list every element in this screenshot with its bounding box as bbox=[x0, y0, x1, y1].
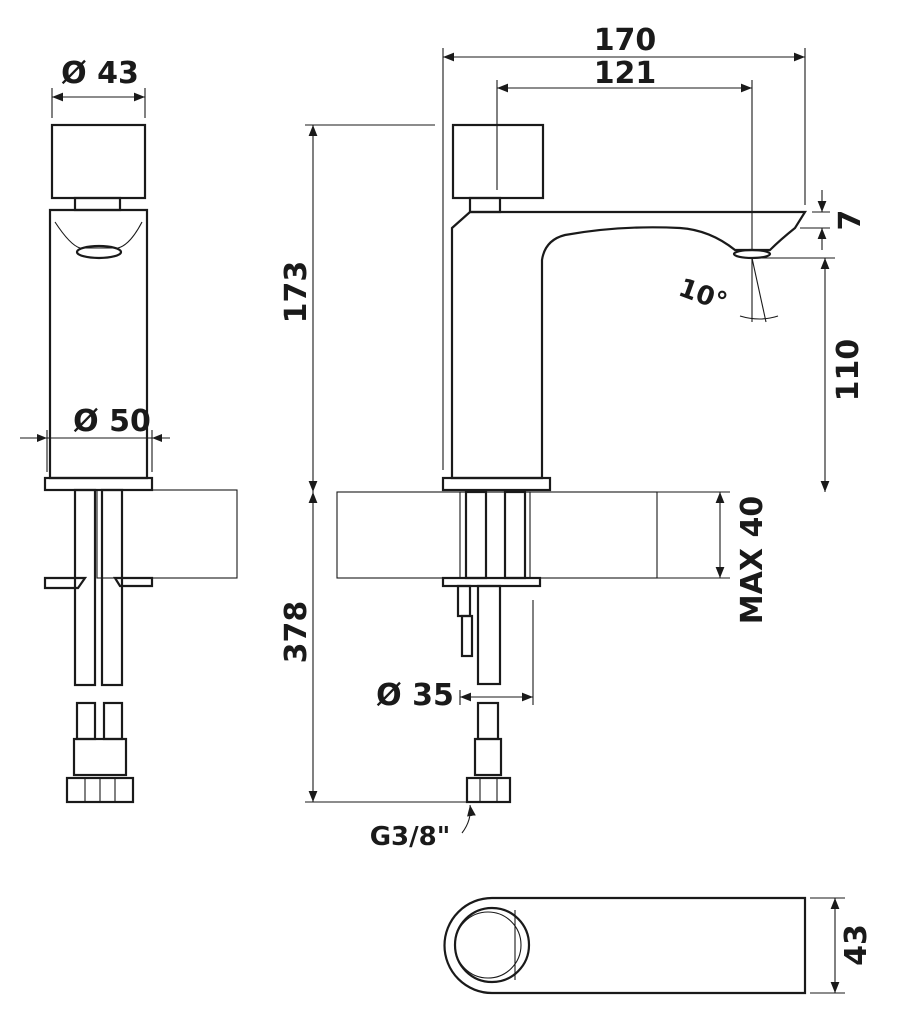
label-max-counter: MAX 40 bbox=[735, 496, 770, 624]
hose-fitting-side bbox=[465, 701, 512, 804]
label-spout-height: 110 bbox=[831, 339, 866, 402]
label-spout-angle: 10° bbox=[674, 273, 730, 318]
label-connection: G3/8" bbox=[370, 822, 451, 852]
counter-section-side bbox=[336, 491, 658, 579]
label-spout-reach: 121 bbox=[594, 56, 657, 91]
spout-top bbox=[443, 896, 807, 995]
side-view: 170 121 173 378 7 110 10° MAX 40 bbox=[279, 23, 868, 852]
counter-section-front bbox=[96, 489, 238, 579]
label-spout-thickness: 7 bbox=[833, 210, 868, 231]
label-total-height: 173 bbox=[279, 261, 314, 324]
label-top-width: 43 bbox=[839, 924, 874, 966]
top-view: 43 bbox=[443, 896, 874, 995]
label-body-diameter: Ø 50 bbox=[73, 404, 151, 439]
handle-front bbox=[50, 123, 147, 200]
label-top-diameter: Ø 43 bbox=[61, 56, 139, 91]
label-hole-diameter: Ø 35 bbox=[376, 678, 454, 713]
label-hose-length: 378 bbox=[279, 601, 314, 664]
handle-side bbox=[451, 123, 545, 200]
hose-fittings-front bbox=[65, 701, 135, 804]
front-view: Ø 43 Ø 50 bbox=[20, 56, 238, 804]
spout-body bbox=[450, 210, 807, 480]
label-total-length: 170 bbox=[594, 23, 657, 58]
